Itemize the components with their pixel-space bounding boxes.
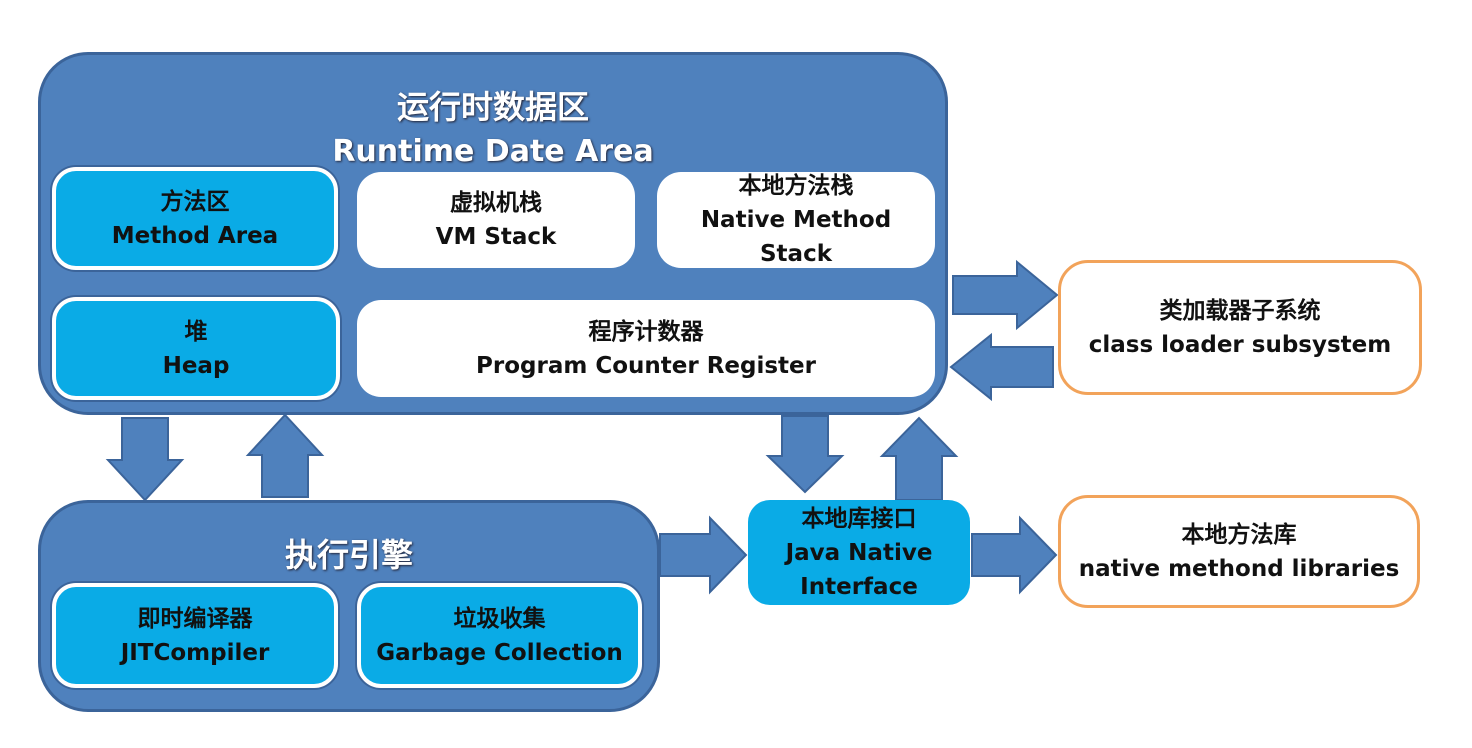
arrow-right-engine-to-jni xyxy=(659,515,748,595)
class-loader-en: class loader subsystem xyxy=(1088,331,1392,358)
arrow-up-engine-to-runtime xyxy=(245,413,325,498)
heap-cn: 堆 xyxy=(184,318,208,345)
jit-en: JITCompiler xyxy=(120,639,270,666)
native-method-stack-box: 本地方法栈 Native Method Stack xyxy=(657,172,935,268)
arrow-up-jni-to-runtime xyxy=(879,416,959,501)
native-libs-cn: 本地方法库 xyxy=(1181,521,1297,548)
jni-box: 本地库接口 Java Native Interface xyxy=(748,500,970,605)
arrow-right-runtime-to-classloader xyxy=(952,259,1059,331)
arrow-right-jni-to-libs xyxy=(971,515,1058,595)
runtime-title-en: Runtime Date Area xyxy=(332,134,654,169)
garbage-collection-box: 垃圾收集 Garbage Collection xyxy=(357,583,642,688)
vm-stack-cn: 虚拟机栈 xyxy=(450,190,542,216)
jni-cn: 本地库接口 xyxy=(801,505,917,532)
runtime-title-cn: 运行时数据区 xyxy=(396,88,589,126)
jni-en: Java Native xyxy=(785,539,933,566)
heap-box: 堆 Heap xyxy=(52,297,340,400)
class-loader-box: 类加载器子系统 class loader subsystem xyxy=(1058,260,1422,395)
jit-cn: 即时编译器 xyxy=(137,605,253,632)
native-stack-en2: Stack xyxy=(759,241,832,267)
class-loader-cn: 类加载器子系统 xyxy=(1159,297,1321,324)
execution-engine-title: 执行引擎 xyxy=(284,536,413,574)
pc-register-cn: 程序计数器 xyxy=(588,318,704,345)
native-stack-en: Native Method xyxy=(700,207,892,233)
native-stack-cn: 本地方法栈 xyxy=(738,173,854,199)
method-area-cn: 方法区 xyxy=(160,188,230,215)
jni-en2: Interface xyxy=(800,573,918,600)
method-area-box: 方法区 Method Area xyxy=(52,167,338,270)
arrow-left-classloader-to-runtime xyxy=(949,332,1054,402)
native-libs-en: native methond libraries xyxy=(1078,555,1400,582)
gc-cn: 垃圾收集 xyxy=(453,605,546,632)
method-area-en: Method Area xyxy=(111,222,279,249)
pc-register-en: Program Counter Register xyxy=(476,352,816,379)
native-libraries-box: 本地方法库 native methond libraries xyxy=(1058,495,1420,608)
pc-register-box: 程序计数器 Program Counter Register xyxy=(357,300,935,397)
jit-compiler-box: 即时编译器 JITCompiler xyxy=(52,583,338,688)
arrow-down-runtime-to-engine xyxy=(105,417,185,502)
arrow-down-runtime-to-jni xyxy=(765,415,845,494)
vm-stack-en: VM Stack xyxy=(435,224,557,250)
gc-en: Garbage Collection xyxy=(376,639,623,666)
vm-stack-box: 虚拟机栈 VM Stack xyxy=(357,172,635,268)
heap-en: Heap xyxy=(162,352,230,379)
